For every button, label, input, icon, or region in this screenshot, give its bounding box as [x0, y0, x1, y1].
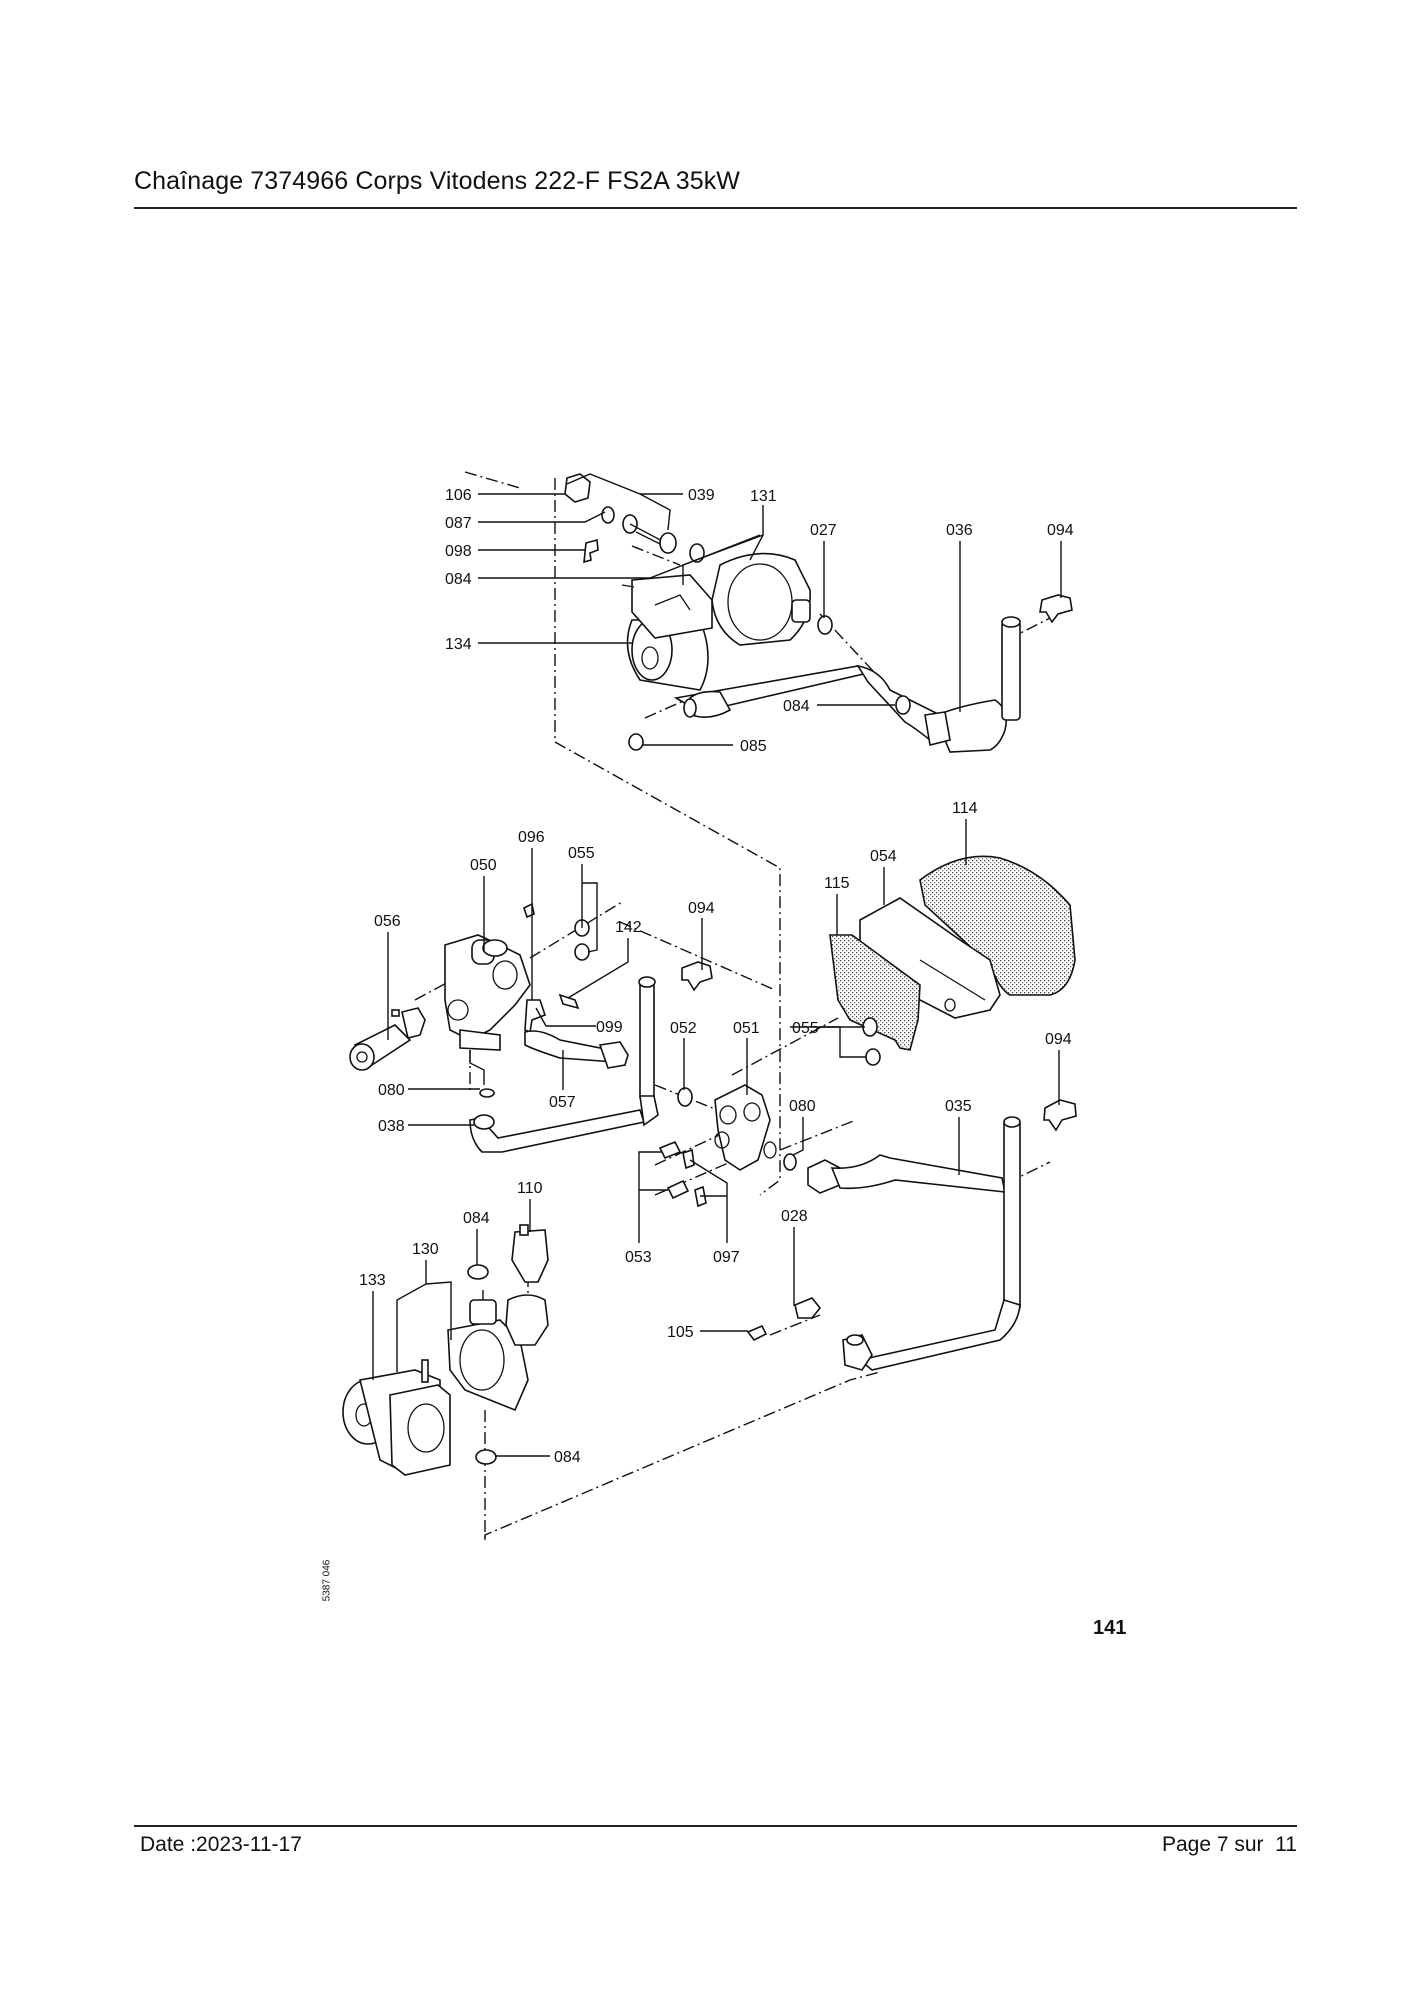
footer-page-number: Page 7 sur 11	[1161, 1833, 1297, 1856]
callout-056: 056	[374, 913, 401, 930]
small-parts-039-087-098-084	[583, 506, 833, 635]
clip-094-lower	[1043, 1099, 1077, 1132]
callout-130: 130	[412, 1241, 439, 1258]
callout-133: 133	[359, 1272, 386, 1289]
callout-057: 057	[549, 1094, 576, 1111]
callout-142: 142	[615, 919, 642, 936]
valve-051	[714, 1084, 777, 1171]
callout-051: 051	[733, 1020, 760, 1037]
callout-055-left: 055	[568, 845, 595, 862]
callout-050: 050	[470, 857, 497, 874]
callout-106: 106	[445, 487, 472, 504]
callout-105: 105	[667, 1324, 694, 1341]
callout-098: 098	[445, 543, 472, 560]
clip-094-middle	[681, 961, 713, 992]
callout-080-left: 080	[378, 1082, 405, 1099]
seal-080-right	[783, 1153, 797, 1171]
callout-027: 027	[810, 522, 837, 539]
drawing-reference: 5387 046	[321, 1559, 333, 1602]
valve-028	[794, 1297, 822, 1319]
plug-105	[746, 1324, 768, 1342]
callout-114: 114	[952, 800, 978, 817]
gasket-085	[628, 733, 644, 751]
seal-080-left	[479, 1088, 495, 1098]
document-title: Chaînage 7374966 Corps Vitodens 222-F FS…	[134, 167, 741, 195]
callout-036: 036	[946, 522, 973, 539]
footer-divider	[134, 1825, 1297, 1827]
figure-number: 141	[1093, 1617, 1127, 1639]
callout-134: 134	[445, 636, 472, 653]
pump-motor-133	[342, 1359, 451, 1476]
callout-053: 053	[625, 1249, 652, 1266]
pipe-057	[524, 1030, 629, 1069]
callout-055-right: 055	[792, 1020, 819, 1037]
callout-087: 087	[445, 515, 472, 532]
callout-099: 099	[596, 1019, 623, 1036]
clip-094-top	[1039, 594, 1073, 624]
springs-053	[658, 1140, 690, 1200]
callout-096: 096	[518, 829, 545, 846]
insulation-114	[919, 855, 1076, 996]
valve-body-050	[444, 934, 531, 1051]
pump-motor-134	[621, 574, 713, 691]
callout-131: 131	[750, 488, 777, 505]
pipe-035	[807, 1116, 1021, 1371]
pump-housing-131	[711, 552, 811, 646]
callout-039: 039	[688, 487, 715, 504]
callout-094-middle: 094	[688, 900, 715, 917]
sensor-110	[511, 1224, 549, 1283]
callout-054: 054	[870, 848, 897, 865]
connector-052	[677, 1087, 693, 1107]
callout-084-lower: 084	[463, 1210, 490, 1227]
pipe-036	[673, 616, 1021, 753]
callout-labels: 106 039 131 087 027 036 094 098 084 134 …	[359, 487, 1074, 1466]
footer-date: Date :2023-11-17	[140, 1833, 302, 1856]
callout-097: 097	[713, 1249, 740, 1266]
actuator-056	[349, 1007, 426, 1071]
callout-094-lower: 094	[1045, 1031, 1072, 1048]
seals-055-right	[862, 1017, 881, 1066]
callout-038: 038	[378, 1118, 405, 1135]
callout-035: 035	[945, 1098, 972, 1115]
clips-097	[682, 1148, 695, 1170]
clip-099	[524, 999, 547, 1034]
callout-084-bottom: 084	[554, 1449, 581, 1466]
leader-lines	[372, 473, 1062, 1457]
pump-housing-130	[447, 1294, 549, 1412]
o-rings-084	[467, 1264, 497, 1465]
mounting-plate-115	[829, 934, 921, 1051]
header-divider	[134, 207, 1297, 209]
callout-084-pipe: 084	[783, 698, 810, 715]
callout-094-top: 094	[1047, 522, 1074, 539]
union-nut-106	[564, 473, 591, 503]
callout-110: 110	[517, 1180, 543, 1197]
callout-080-right: 080	[789, 1098, 816, 1115]
sensor-142	[558, 993, 580, 1010]
callout-115: 115	[824, 875, 850, 892]
callout-052: 052	[670, 1020, 697, 1037]
callout-084-top: 084	[445, 571, 472, 588]
callout-028: 028	[781, 1208, 808, 1225]
callout-085: 085	[740, 738, 767, 755]
pipe-038	[469, 976, 659, 1153]
